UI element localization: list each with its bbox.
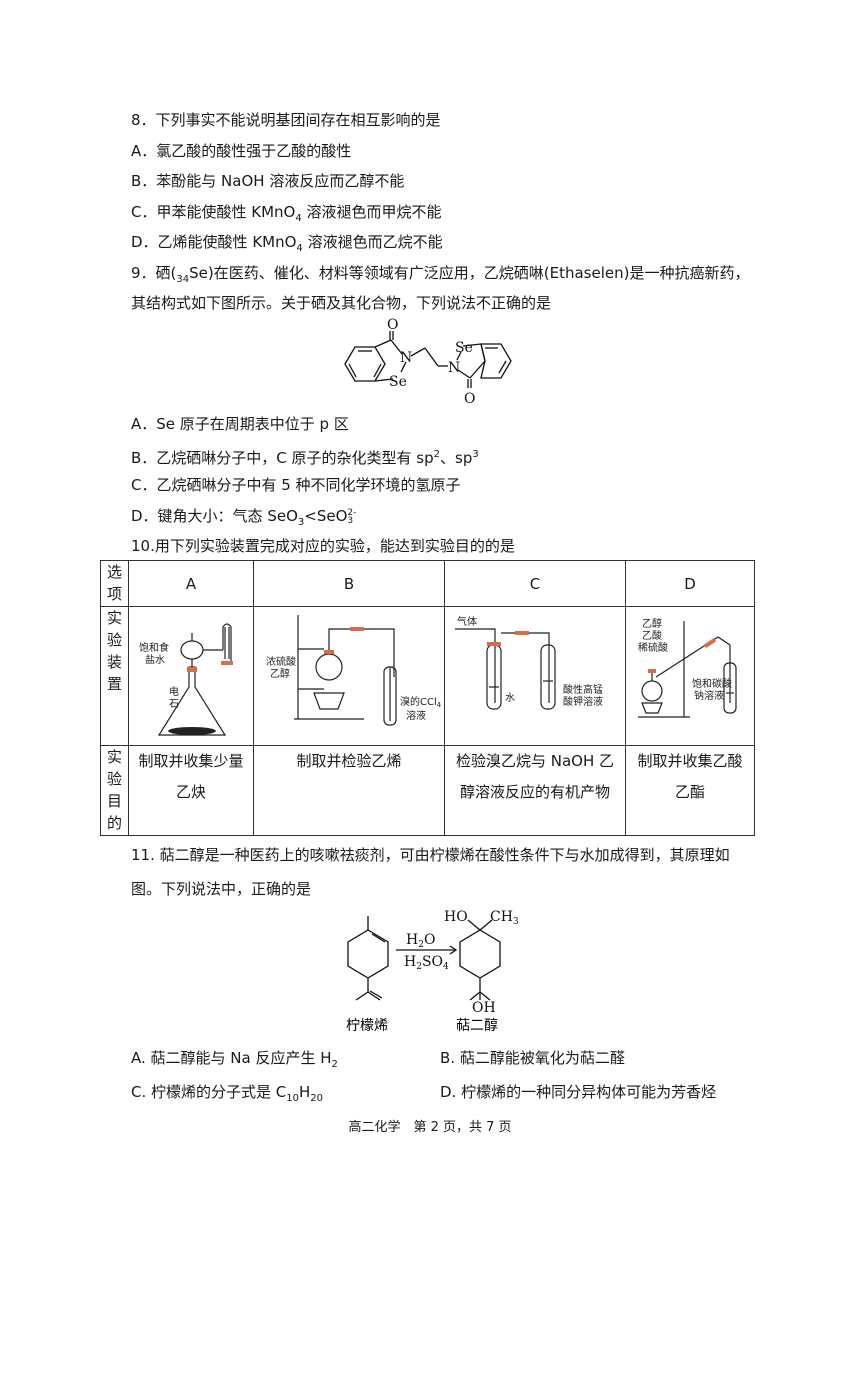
stopper-icon <box>648 669 656 673</box>
q8-option-a: A．氯乙酸的酸性强于乙酸的酸性 <box>131 142 352 160</box>
option-header-d: D <box>625 560 755 607</box>
purpose-c: 检验溴乙烷与 NaOH 乙 醇溶液反应的有机产物 <box>444 745 626 836</box>
tube-connector-icon <box>221 661 233 665</box>
ethaselen-atom-o-bottom: O <box>464 391 475 407</box>
q11-option-d: D. 柠檬烯的一种同分异构体可能为芳香烃 <box>440 1083 717 1101</box>
reagent-water: H2O <box>406 932 435 950</box>
svg-text:乙醇: 乙醇 <box>642 617 662 630</box>
purpose-b: 制取并检验乙烯 <box>253 745 445 836</box>
q9-option-c: C．乙烷硒啉分子中有 5 种不同化学环境的氢原子 <box>131 476 461 494</box>
svg-text:气体: 气体 <box>457 615 477 628</box>
q8-stem: 8．下列事实不能说明基团间存在相互影响的是 <box>131 111 441 129</box>
ethaselen-atom-o-top: O <box>387 317 398 333</box>
row-label-purpose: 实 验 目 的 <box>100 745 129 836</box>
svg-text:溶液: 溶液 <box>406 709 426 722</box>
svg-text:溴的CCl4: 溴的CCl4 <box>400 695 442 709</box>
svg-text:水: 水 <box>505 692 515 704</box>
tube-connector-icon <box>350 627 364 631</box>
ethaselen-atom-se-left: Se <box>389 374 407 390</box>
svg-text:浓硫酸: 浓硫酸 <box>266 655 296 668</box>
purpose-d: 制取并收集乙酸 乙酯 <box>625 745 755 836</box>
row-label-option: 选 项 <box>100 560 129 607</box>
tube-connector-icon <box>515 631 529 635</box>
acetylene-apparatus-diagram: 饱和食 盐水 电 石 <box>139 623 233 736</box>
svg-text:饱和食: 饱和食 <box>139 641 169 654</box>
reagent-sulfuric-acid: H2SO4 <box>404 954 449 972</box>
purpose-a: 制取并收集少量 乙炔 <box>128 745 254 836</box>
ethylene-apparatus-diagram: 浓硫酸 乙醇 溴的CCl4 溶液 <box>266 615 442 726</box>
q11-stem-line1: 11. 萜二醇是一种医药上的咳嗽祛痰剂，可由柠檬烯在酸性条件下与水加成得到，其原… <box>131 846 730 864</box>
page-footer: 高二化学 第 2 页，共 7 页 <box>348 1120 512 1135</box>
gas-test-apparatus-diagram: 气体 水 酸性高锰 酸钾溶液 <box>455 615 603 710</box>
option-header-a: A <box>128 560 254 607</box>
tube-connector-icon <box>703 638 717 648</box>
ethaselen-structure: O N Se Se N O <box>344 317 512 407</box>
ethaselen-atom-n-right: N <box>448 360 460 376</box>
q8-option-b: B．苯酚能与 NaOH 溶液反应而乙醇不能 <box>131 172 405 190</box>
svg-text:钠溶液: 钠溶液 <box>694 689 724 702</box>
apparatus-c: 气体 水 酸性高锰 酸钾溶液 <box>444 606 626 746</box>
svg-text:乙酸: 乙酸 <box>642 629 662 642</box>
q8-option-c: C．甲苯能使酸性 KMnO4 溶液褪色而甲烷不能 <box>131 203 442 224</box>
stopper-icon <box>487 642 501 646</box>
experiment-table: 选 项 A B C D 实 验 装 置 <box>100 560 755 836</box>
svg-text:电: 电 <box>169 685 179 698</box>
ethaselen-atom-se-right: Se <box>455 340 473 356</box>
group-ch3: CH3 <box>490 909 519 927</box>
q11-option-b: B. 萜二醇能被氧化为萜二醛 <box>440 1049 625 1067</box>
svg-text:饱和碳酸: 饱和碳酸 <box>692 677 732 690</box>
svg-text:酸钾溶液: 酸钾溶液 <box>563 695 603 708</box>
q9-stem-line2: 其结构式如下图所示。关于硒及其化合物，下列说法不正确的是 <box>131 294 552 312</box>
stopper-icon <box>187 667 197 672</box>
apparatus-a: 饱和食 盐水 电 石 <box>128 606 254 746</box>
q9-option-a: A．Se 原子在周期表中位于 p 区 <box>131 415 349 433</box>
svg-text:乙醇: 乙醇 <box>270 667 290 680</box>
q8-option-d: D．乙烯能使酸性 KMnO4 溶液褪色而乙烷不能 <box>131 233 443 254</box>
q9-stem-line1: 9．硒(34Se)在医药、催化、材料等领域有广泛应用，乙烷硒啉(Ethasele… <box>131 264 750 285</box>
svg-text:盐水: 盐水 <box>145 653 165 666</box>
q10-stem: 10.用下列实验装置完成对应的实验，能达到实验目的的是 <box>131 537 515 555</box>
limonene-name: 柠檬烯 <box>346 1018 388 1034</box>
group-ho: HO <box>444 909 468 925</box>
q9-option-b: B．乙烷硒啉分子中，C 原子的杂化类型有 sp2、sp3 <box>131 449 479 467</box>
apparatus-b: 浓硫酸 乙醇 溴的CCl4 溶液 <box>253 606 445 746</box>
terpin-name: 萜二醇 <box>456 1017 498 1034</box>
q11-option-a: A. 萜二醇能与 Na 反应产生 H2 <box>131 1049 338 1070</box>
group-oh: OH <box>472 1000 496 1016</box>
option-header-b: B <box>253 560 445 607</box>
q11-stem-line2: 图。下列说法中，正确的是 <box>131 880 312 898</box>
svg-text:石: 石 <box>169 699 179 710</box>
option-header-c: C <box>444 560 626 607</box>
apparatus-d: 乙醇 乙酸 稀硫酸 饱和碳酸 钠溶液 <box>625 606 755 746</box>
q11-option-c: C. 柠檬烯的分子式是 C10H20 <box>131 1083 324 1104</box>
calcium-carbide-icon <box>168 727 216 735</box>
limonene-hydration-scheme: H2O H2SO4 HO CH3 OH 柠檬烯 萜二醇 <box>346 909 519 1034</box>
stopper-icon <box>324 650 334 654</box>
svg-text:稀硫酸: 稀硫酸 <box>638 641 668 654</box>
ester-apparatus-diagram: 乙醇 乙酸 稀硫酸 饱和碳酸 钠溶液 <box>638 617 737 718</box>
svg-text:酸性高锰: 酸性高锰 <box>563 683 603 696</box>
ethaselen-atom-n-left: N <box>400 350 412 366</box>
row-label-apparatus: 实 验 装 置 <box>100 606 129 746</box>
